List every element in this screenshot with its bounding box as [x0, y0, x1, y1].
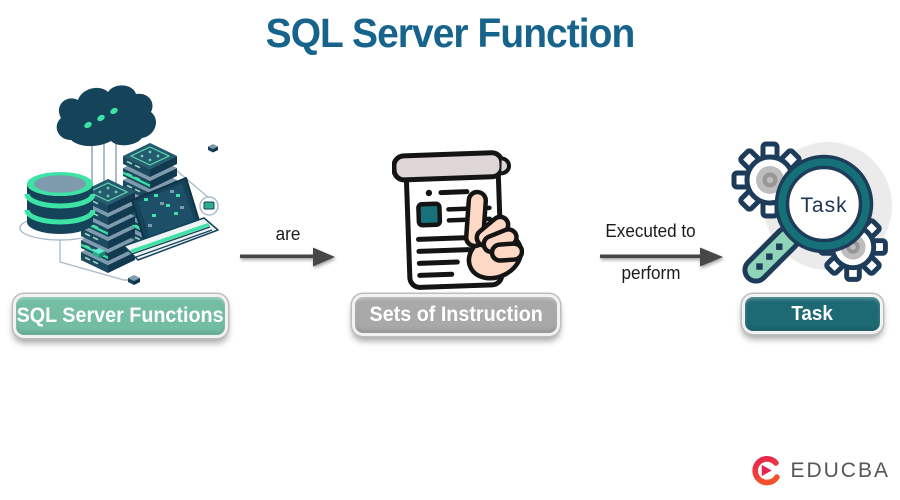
arrow2-label-top: Executed to	[605, 221, 697, 241]
page-title: SQL Server Function	[265, 10, 636, 56]
database-cylinder-icon	[24, 172, 96, 234]
node-label-sets-of-instruction: Sets of Instruction	[352, 294, 560, 336]
arrow1-label: are	[275, 224, 301, 244]
educba-swirl-play-icon	[752, 456, 781, 486]
pointing-hand-icon	[463, 189, 524, 281]
arrow2-label-bottom: perform	[621, 263, 681, 283]
cloud-database-servers-illustration	[19, 85, 219, 285]
magnifier-task-text: Task	[800, 194, 847, 217]
laptop-icon	[123, 177, 219, 261]
instruction-sheet-pointing-hand-illustration	[392, 150, 524, 290]
node-label-sql-server-functions: SQL Server Functions	[13, 294, 228, 338]
brand-logo-text: EDUCBA	[790, 459, 890, 482]
magnifier-gears-illustration: Task	[731, 141, 892, 284]
cloud-icon	[56, 85, 157, 186]
brand-logo: EDUCBA	[749, 454, 890, 488]
instruction-square	[416, 201, 443, 228]
node-label-task: Task	[742, 294, 883, 334]
magnifier-icon: Task	[774, 154, 874, 254]
arrow-right-icon	[240, 247, 335, 267]
arrow-right-icon	[600, 247, 723, 267]
small-cube-icons	[93, 144, 219, 285]
